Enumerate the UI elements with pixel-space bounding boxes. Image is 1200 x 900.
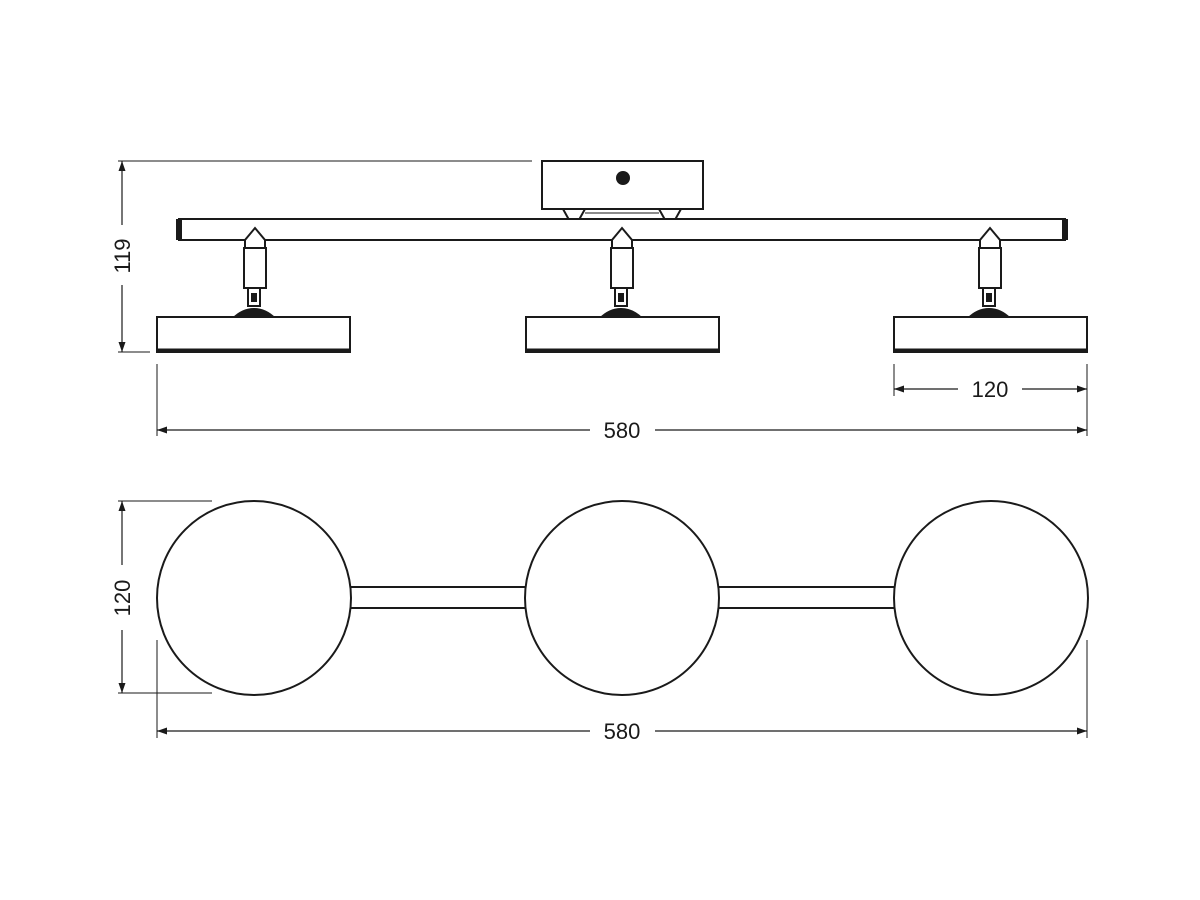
dimension-total-length-top: 580 bbox=[156, 640, 1088, 744]
ceiling-canopy bbox=[541, 160, 704, 232]
dimension-total-length-side: 580 bbox=[156, 364, 1088, 443]
spot-head-right-top bbox=[893, 500, 1089, 696]
dimension-label-total-length-top: 580 bbox=[604, 719, 641, 744]
spot-head-left-top bbox=[156, 500, 352, 696]
connecting-bar-right bbox=[715, 586, 899, 609]
dimension-label-height: 119 bbox=[110, 238, 135, 273]
dimension-height: 119 bbox=[110, 160, 532, 353]
spot-head-center-side bbox=[525, 226, 720, 353]
dimension-label-head-diameter-top: 120 bbox=[110, 580, 135, 617]
spot-head-left-side bbox=[156, 226, 351, 353]
spot-head-center-top bbox=[524, 500, 720, 696]
spot-head-right-side bbox=[893, 226, 1088, 353]
dimension-label-total-length-side: 580 bbox=[604, 418, 641, 443]
side-view: 119 120 580 bbox=[110, 160, 1088, 443]
connecting-bar-left bbox=[347, 586, 531, 609]
dimension-head-width-side: 120 bbox=[893, 364, 1088, 402]
top-view: 120 580 bbox=[110, 500, 1089, 744]
canopy-screw bbox=[616, 171, 630, 185]
dimension-label-head-width-side: 120 bbox=[972, 377, 1009, 402]
dimension-head-diameter-top: 120 bbox=[110, 500, 212, 694]
